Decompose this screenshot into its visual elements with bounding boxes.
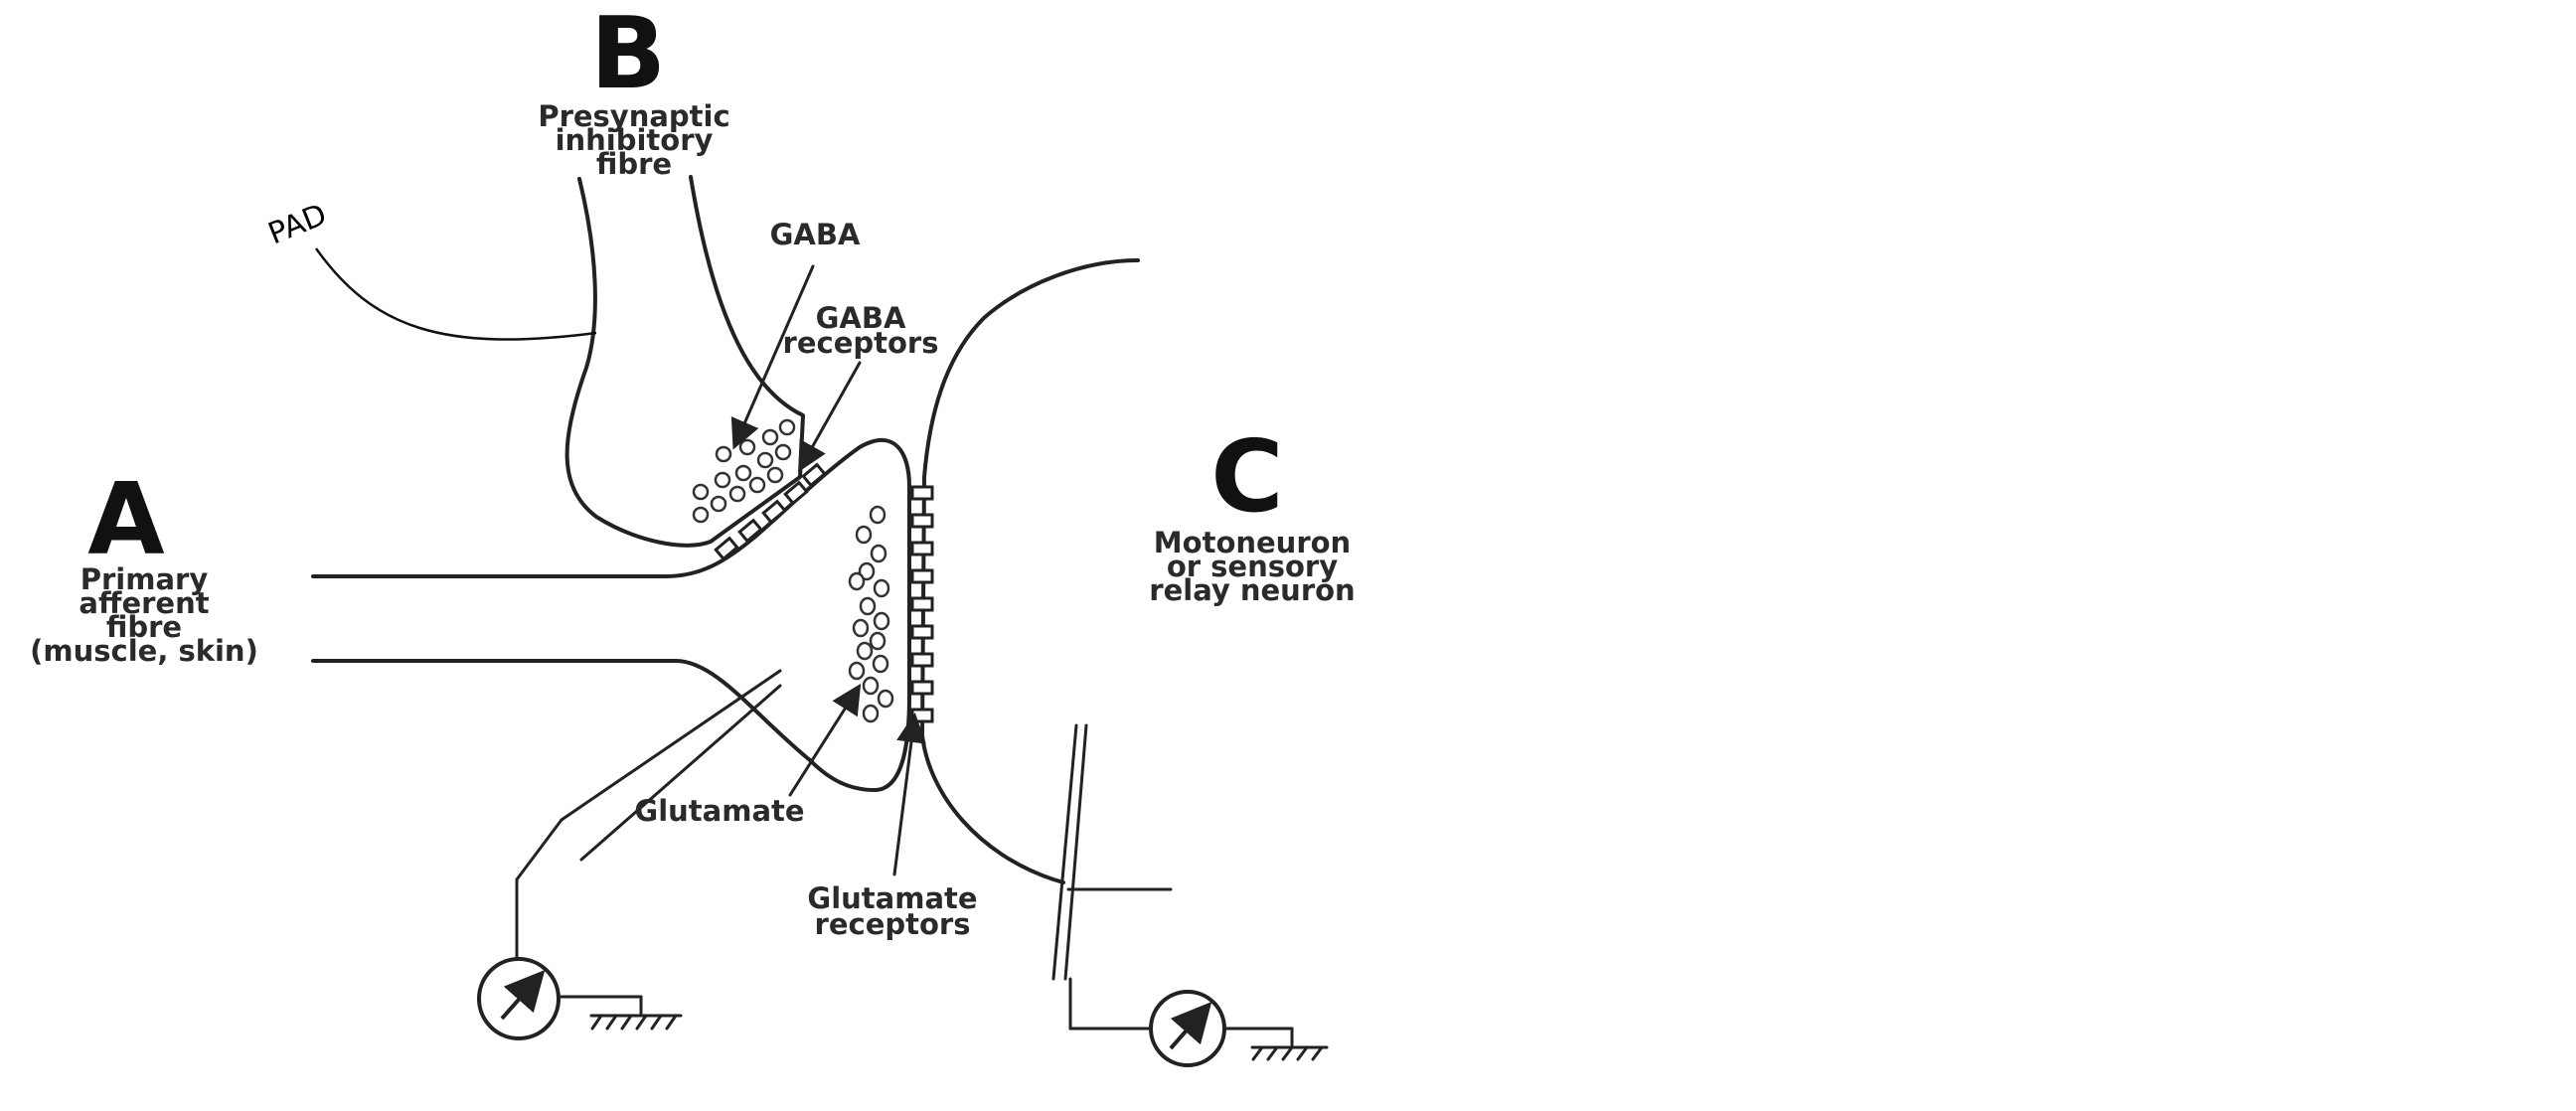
- glutamate-receptor-column: [910, 485, 934, 723]
- label-glutamate-receptors-line2: receptors: [815, 907, 971, 941]
- glutamate-receptors-pointer: [892, 713, 926, 876]
- right-voltmeter: [1149, 990, 1226, 1067]
- left-voltmeter: [477, 957, 561, 1040]
- left-recording-electrode: [515, 669, 782, 968]
- label-gaba-receptors-line1: GABA: [816, 301, 906, 335]
- label-a-line1: Primary: [80, 562, 209, 596]
- gaba-pointer: [730, 264, 815, 450]
- ground-icon: [557, 995, 683, 1031]
- label-b-line3: fibre: [596, 147, 672, 181]
- label-gaba-receptors-line2: receptors: [783, 326, 939, 360]
- glutamate-pointer: [788, 683, 862, 797]
- label-b-letter: B: [590, 0, 666, 111]
- label-c-line1: Motoneuron: [1154, 526, 1351, 559]
- label-b-line1: Presynaptic: [538, 99, 729, 133]
- label-glutamate-receptors-line1: Glutamate: [807, 881, 977, 915]
- right-recording-electrode: [1051, 723, 1173, 1031]
- primary-afferent-fibre-upper: [311, 437, 911, 792]
- gaba-receptor-row: [714, 462, 827, 561]
- label-a-line4: (muscle, skin): [30, 634, 258, 668]
- gaba-receptors-pointer: [798, 361, 862, 473]
- pad-curve: [314, 247, 597, 341]
- presynaptic-inhibitory-fibre-outline: [564, 175, 805, 548]
- primary-afferent-fibre-lower: [311, 659, 812, 762]
- label-c-letter: C: [1210, 418, 1283, 535]
- label-a-line2: afferent: [79, 586, 209, 620]
- label-a-line3: fibre: [106, 610, 182, 644]
- label-b-line2: inhibitory: [556, 123, 714, 157]
- label-gaba: GABA: [770, 218, 861, 251]
- label-pad: PAD: [263, 198, 332, 252]
- label-c-line2: or sensory: [1167, 550, 1338, 583]
- postsynaptic-membrane: [920, 258, 1140, 884]
- ground-icon: [1222, 1027, 1329, 1061]
- glutamate-vesicles: [848, 505, 894, 723]
- label-c-line3: relay neuron: [1149, 573, 1355, 607]
- label-a-letter: A: [87, 461, 164, 577]
- label-glutamate: Glutamate: [634, 794, 804, 828]
